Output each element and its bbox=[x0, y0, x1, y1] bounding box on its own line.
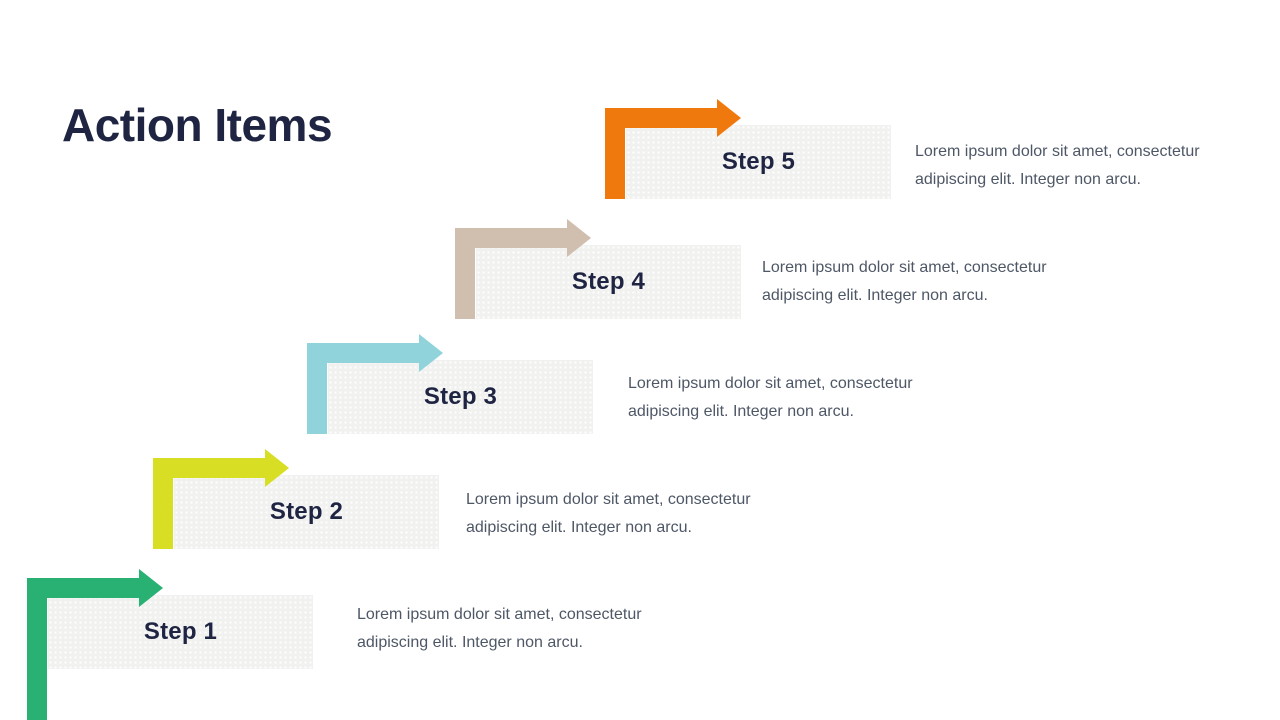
step-arrow-shaft-icon bbox=[455, 228, 567, 248]
step-arrow-stem-icon bbox=[27, 578, 47, 720]
step-box: Step 1 bbox=[48, 595, 313, 669]
step-description: Lorem ipsum dolor sit amet, consectetur … bbox=[762, 254, 1102, 310]
description-line: adipiscing elit. Integer non arcu. bbox=[915, 171, 1141, 188]
step-box: Step 4 bbox=[476, 245, 741, 319]
step-arrow-stem-icon bbox=[605, 108, 625, 199]
description-line: Lorem ipsum dolor sit amet, consectetur bbox=[628, 375, 913, 392]
description-line: Lorem ipsum dolor sit amet, consectetur bbox=[466, 491, 751, 508]
step-label: Step 2 bbox=[269, 498, 344, 525]
step-arrow-stem-icon bbox=[455, 228, 475, 319]
step-description: Lorem ipsum dolor sit amet, consectetur … bbox=[628, 370, 968, 426]
step-arrow-shaft-icon bbox=[307, 343, 419, 363]
step-label: Step 3 bbox=[423, 383, 498, 410]
page-title: Action Items bbox=[62, 99, 333, 151]
step-description: Lorem ipsum dolor sit amet, consectetur … bbox=[915, 138, 1255, 194]
step-description: Lorem ipsum dolor sit amet, consectetur … bbox=[357, 601, 697, 657]
step-box: Step 3 bbox=[328, 360, 593, 434]
step-arrow-shaft-icon bbox=[605, 108, 717, 128]
description-line: adipiscing elit. Integer non arcu. bbox=[466, 519, 692, 536]
step-label: Step 1 bbox=[143, 618, 218, 645]
step-label: Step 4 bbox=[571, 268, 646, 295]
step-label: Step 5 bbox=[721, 148, 796, 175]
step-arrow-shaft-icon bbox=[153, 458, 265, 478]
step-box: Step 5 bbox=[626, 125, 891, 199]
description-line: Lorem ipsum dolor sit amet, consectetur bbox=[915, 143, 1200, 160]
step-arrow-stem-icon bbox=[153, 458, 173, 549]
description-line: adipiscing elit. Integer non arcu. bbox=[762, 287, 988, 304]
description-line: Lorem ipsum dolor sit amet, consectetur bbox=[762, 259, 1047, 276]
step-box: Step 2 bbox=[174, 475, 439, 549]
description-line: adipiscing elit. Integer non arcu. bbox=[628, 403, 854, 420]
step-arrow-stem-icon bbox=[307, 343, 327, 434]
step-arrow-shaft-icon bbox=[27, 578, 139, 598]
description-line: Lorem ipsum dolor sit amet, consectetur bbox=[357, 606, 642, 623]
step-description: Lorem ipsum dolor sit amet, consectetur … bbox=[466, 486, 806, 542]
description-line: adipiscing elit. Integer non arcu. bbox=[357, 634, 583, 651]
